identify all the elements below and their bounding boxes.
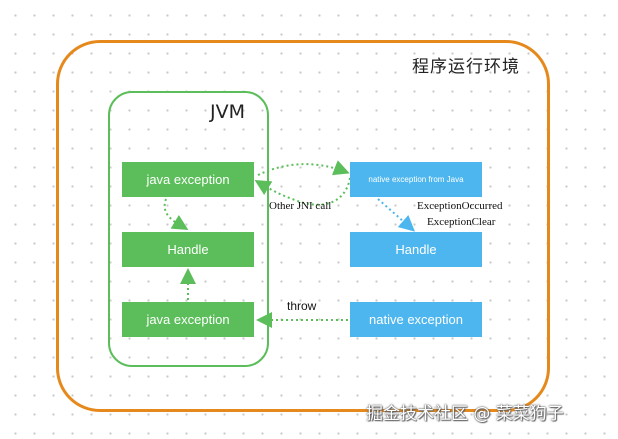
jvm-container	[108, 91, 269, 367]
exception-clear-label: ExceptionClear	[427, 216, 496, 228]
arrow-jvm-to-native	[257, 160, 350, 176]
environment-title: 程序运行环境	[412, 57, 520, 77]
watermark: 掘金技术社区 @ 菜菜狗子	[366, 404, 564, 424]
arrow-jvm-exception-to-handle	[163, 198, 189, 231]
exception-occurred-label: ExceptionOccurred	[417, 200, 503, 212]
jvm-title: JVM	[210, 101, 245, 123]
native-exception-node: native exception	[350, 302, 482, 337]
jvm-handle-node: Handle	[122, 232, 254, 267]
arrow-native-to-handle	[377, 198, 415, 232]
jvm-bottom-java-exception-node: java exception	[122, 302, 254, 337]
jvm-java-exception-node: java exception	[122, 162, 254, 197]
runtime-environment-container	[56, 40, 550, 412]
native-exception-from-java-node: native exception from Java	[350, 162, 482, 197]
native-handle-node: Handle	[350, 232, 482, 267]
jni-call-label: Other JNI call	[269, 200, 332, 212]
throw-label: throw	[287, 299, 317, 313]
